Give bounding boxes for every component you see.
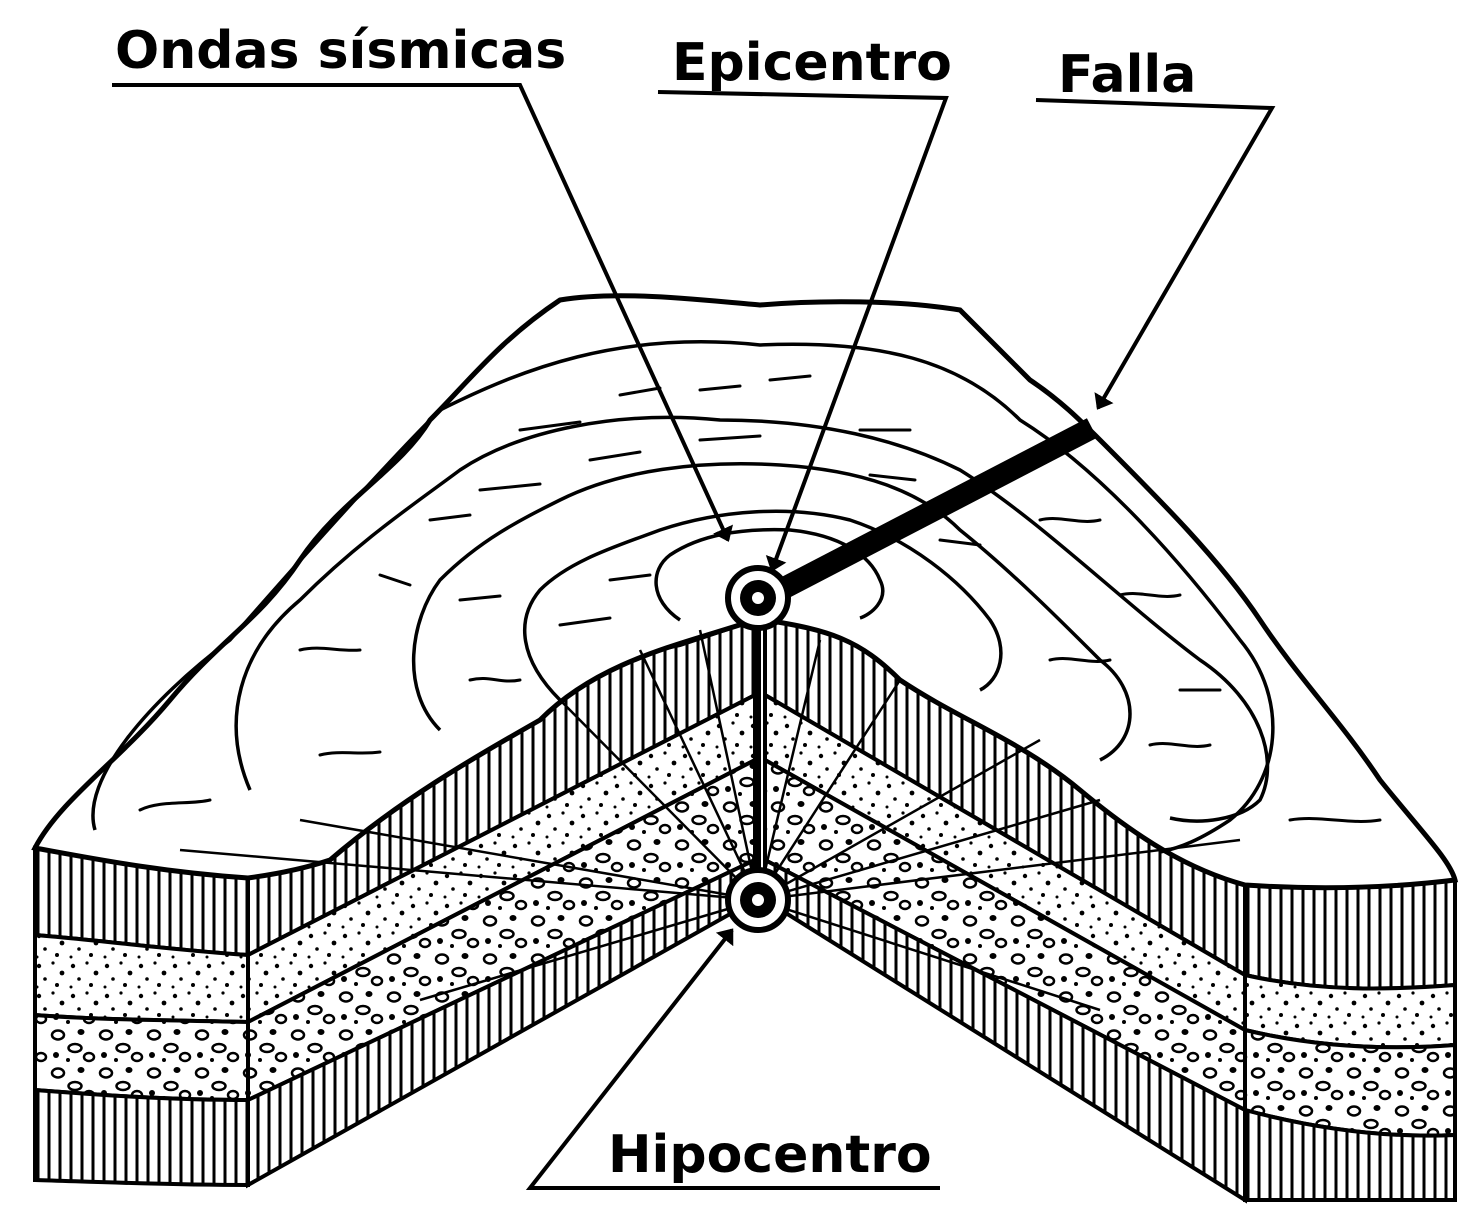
left-face-bottom-striped-layer (35, 1090, 248, 1185)
epicenter-marker (728, 568, 788, 628)
fault-label: Falla (1058, 45, 1196, 105)
left-face-gravel-layer (35, 1015, 248, 1100)
fault-leader (1036, 100, 1272, 408)
seismic-waves-label: Ondas sísmicas (115, 21, 566, 81)
hypocenter-marker (728, 870, 788, 930)
hypocenter-label: Hipocentro (608, 1125, 932, 1185)
epicenter-label: Epicentro (672, 33, 952, 93)
right-face-top-striped-layer (1245, 880, 1455, 989)
